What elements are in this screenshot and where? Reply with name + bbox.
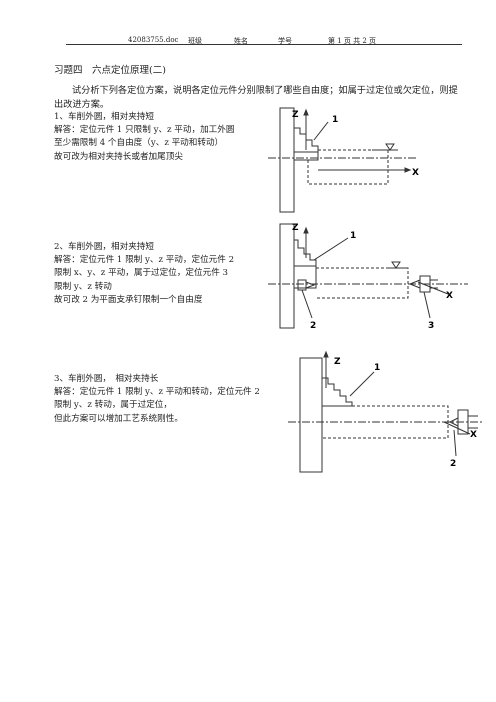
answer-line: 故可改 2 为平面支承钉限制一个自由度 — [54, 294, 203, 305]
figure-3-diagram: Z 1 2 X — [288, 350, 484, 473]
x-axis-arrow — [404, 167, 412, 173]
tailstock-body — [419, 275, 431, 293]
answer-line: 至少需限制 4 个自由度（y、z 平动和转动） — [54, 138, 224, 149]
workpiece-outline — [316, 267, 409, 299]
z-axis-arrow — [303, 226, 309, 234]
machined-surface-symbol — [385, 143, 395, 151]
figure-1-diagram: Z 1 X — [268, 107, 419, 213]
figure-2-diagram: Z 1 2 3 X — [268, 223, 468, 331]
problem-heading: 1、车削外圆，相对夹持短 — [54, 112, 154, 122]
chuck-body — [299, 357, 323, 473]
z-axis-label: Z — [334, 357, 341, 367]
element-2-label: 2 — [310, 321, 316, 331]
z-axis-label: Z — [292, 110, 299, 120]
tailstock-center-3 — [408, 279, 421, 289]
z-axis-arrow — [303, 108, 309, 116]
answer-line: 但此方案可以增加工艺系统刚性。 — [54, 413, 183, 424]
x-axis-label: X — [470, 430, 477, 440]
element-1-label: 1 — [374, 363, 380, 373]
z-axis-arrow — [323, 350, 329, 358]
page-header: 42083755.doc 班级 姓名 学号 第 1 页 共 2 页 — [66, 30, 462, 45]
problem-1: 1、车削外圆，相对夹持短 解答：定位元件 1 只限制 y、z 平动，加工外圆 至… — [54, 111, 294, 164]
element-3-label: 3 — [428, 321, 434, 331]
label-1-leader — [349, 371, 375, 397]
workpiece-outline — [308, 149, 389, 185]
problem-2: 2、车削外圆，相对夹持短 解答：定位元件 1 限制 y、z 平动，定位元件 2 … — [54, 241, 294, 307]
label-1-leader — [313, 237, 349, 261]
chuck-body — [279, 107, 295, 213]
machined-surface-symbol — [391, 261, 401, 269]
answer-line: 故可改为相对夹持长或者加尾顶尖 — [54, 151, 183, 162]
header-divider — [66, 44, 462, 45]
locator-element-2-tip — [305, 281, 316, 289]
problem-heading: 3、车削外圆， 相对夹持长 — [54, 374, 159, 384]
tailstock-center-2 — [448, 417, 459, 427]
answer-line: 限制 y、z 转动，属于过定位， — [54, 400, 172, 411]
answer-line: 解答：定位元件 1 限制 y、z 平动和转动，定位元件 2 — [54, 387, 260, 398]
x-axis-line — [417, 281, 449, 295]
label-3-leader — [423, 291, 431, 319]
student-id-label: 学号 — [278, 37, 292, 45]
exercise-title: 习题四 六点定位原理(二) — [54, 65, 166, 76]
x-axis-line — [443, 421, 471, 435]
clamped-section — [293, 151, 319, 161]
tailstock-body — [457, 409, 469, 435]
class-label: 班级 — [188, 37, 202, 45]
answer-line: 限制 x、y、z 平动，属于过定位，定位元件 3 — [54, 268, 228, 279]
z-axis-label: Z — [292, 223, 299, 233]
name-label: 姓名 — [234, 37, 248, 45]
element-2-label: 2 — [450, 459, 456, 469]
workpiece-outline — [322, 405, 449, 439]
jaw-element-1 — [322, 377, 353, 407]
answer-line: 限制 y、z 转动 — [54, 281, 112, 292]
jaw-element-1 — [294, 127, 319, 153]
chuck-body — [279, 223, 295, 329]
answer-line: 解答：定位元件 1 只限制 y、z 平动，加工外圆 — [54, 125, 235, 136]
answer-line: 解答：定位元件 1 限制 y、z 平动，定位元件 2 — [54, 255, 235, 266]
doc-filename: 42083755.doc — [128, 36, 179, 44]
x-axis-label: X — [412, 168, 419, 178]
jaw-element-1 — [294, 239, 317, 267]
exercise-intro: 试分析下列各定位方案，说明各定位元件分别限制了哪些自由度；如属于过定位或欠定位，… — [54, 85, 458, 110]
x-axis-label: X — [446, 291, 453, 301]
element-1-label: 1 — [350, 231, 356, 241]
chuck-face — [293, 265, 317, 289]
problem-3: 3、车削外圆， 相对夹持长 解答：定位元件 1 限制 y、z 平动和转动，定位元… — [54, 373, 294, 426]
label-2-leader — [453, 429, 457, 457]
label-2-leader — [301, 289, 313, 319]
problem-heading: 2、车削外圆，相对夹持短 — [54, 242, 154, 252]
element-1-label: 1 — [332, 115, 338, 125]
label-1-leader — [313, 121, 329, 141]
page-info: 第 1 页 共 2 页 — [328, 37, 377, 45]
